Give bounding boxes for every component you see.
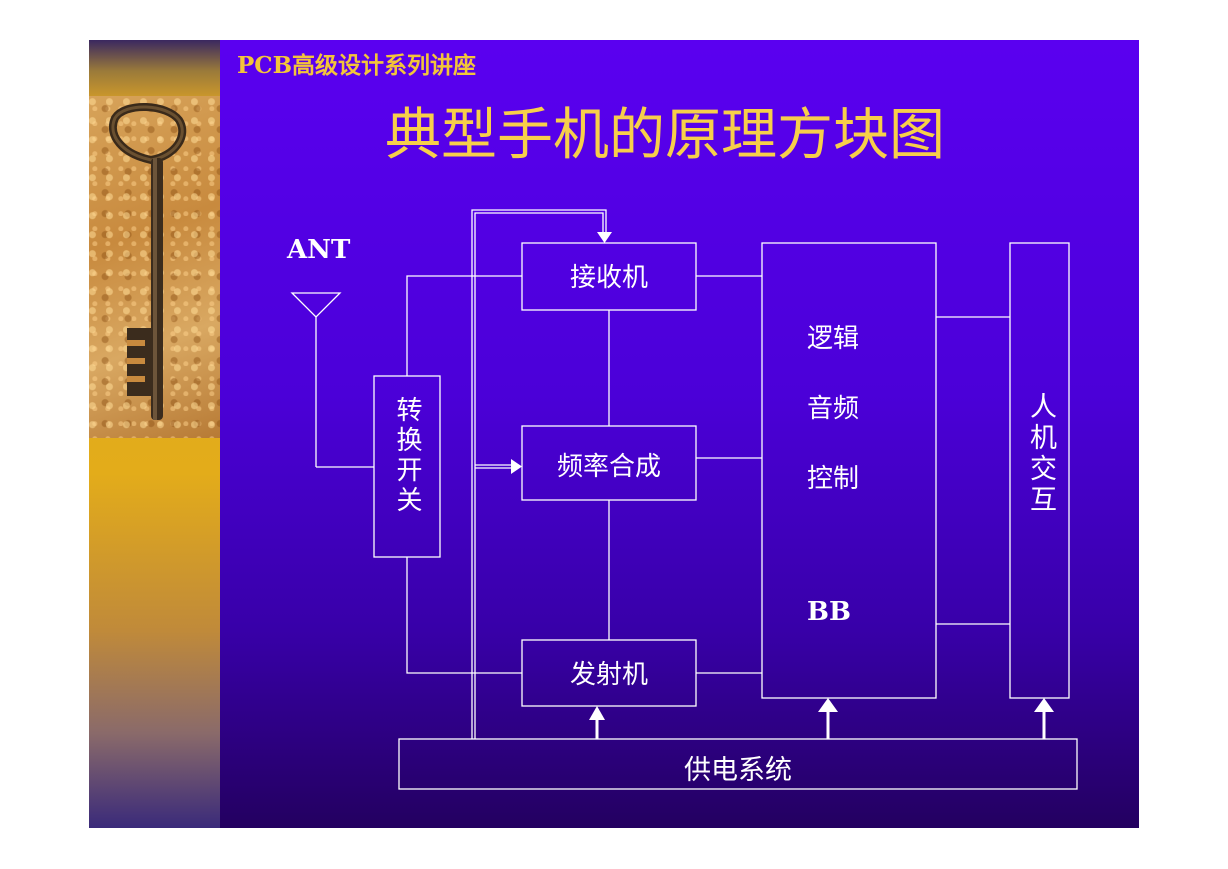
synth-label: 频率合成: [556, 452, 661, 482]
slide: PCB高级设计系列讲座 典型手机的原理方块图: [89, 40, 1139, 828]
bb-line-logic: 逻辑: [807, 324, 860, 354]
antenna-label: ANT: [287, 235, 351, 265]
bb-line-audio: 音频: [807, 394, 860, 424]
baseband-block: [761, 242, 937, 699]
bb-line-bb: BB: [807, 597, 851, 627]
hmi-block: [1009, 242, 1070, 699]
power-block: [398, 738, 1078, 790]
left-bar-top-strip: [89, 40, 220, 96]
receiver-label: 接收机: [569, 263, 648, 293]
power-label: 供电系统: [684, 755, 792, 786]
key-photo: [89, 96, 220, 438]
key-icon: [109, 102, 187, 420]
switch-label: 转换开关: [392, 396, 422, 516]
page-title: 典型手机的原理方块图: [385, 103, 945, 168]
transmitter-label: 发射机: [569, 660, 648, 690]
bb-line-control: 控制: [807, 464, 860, 494]
series-subtitle: PCB高级设计系列讲座: [237, 52, 477, 79]
antenna-icon: [290, 292, 342, 318]
hmi-label: 人机交互: [1025, 392, 1056, 516]
block-diagram: [290, 209, 1078, 790]
